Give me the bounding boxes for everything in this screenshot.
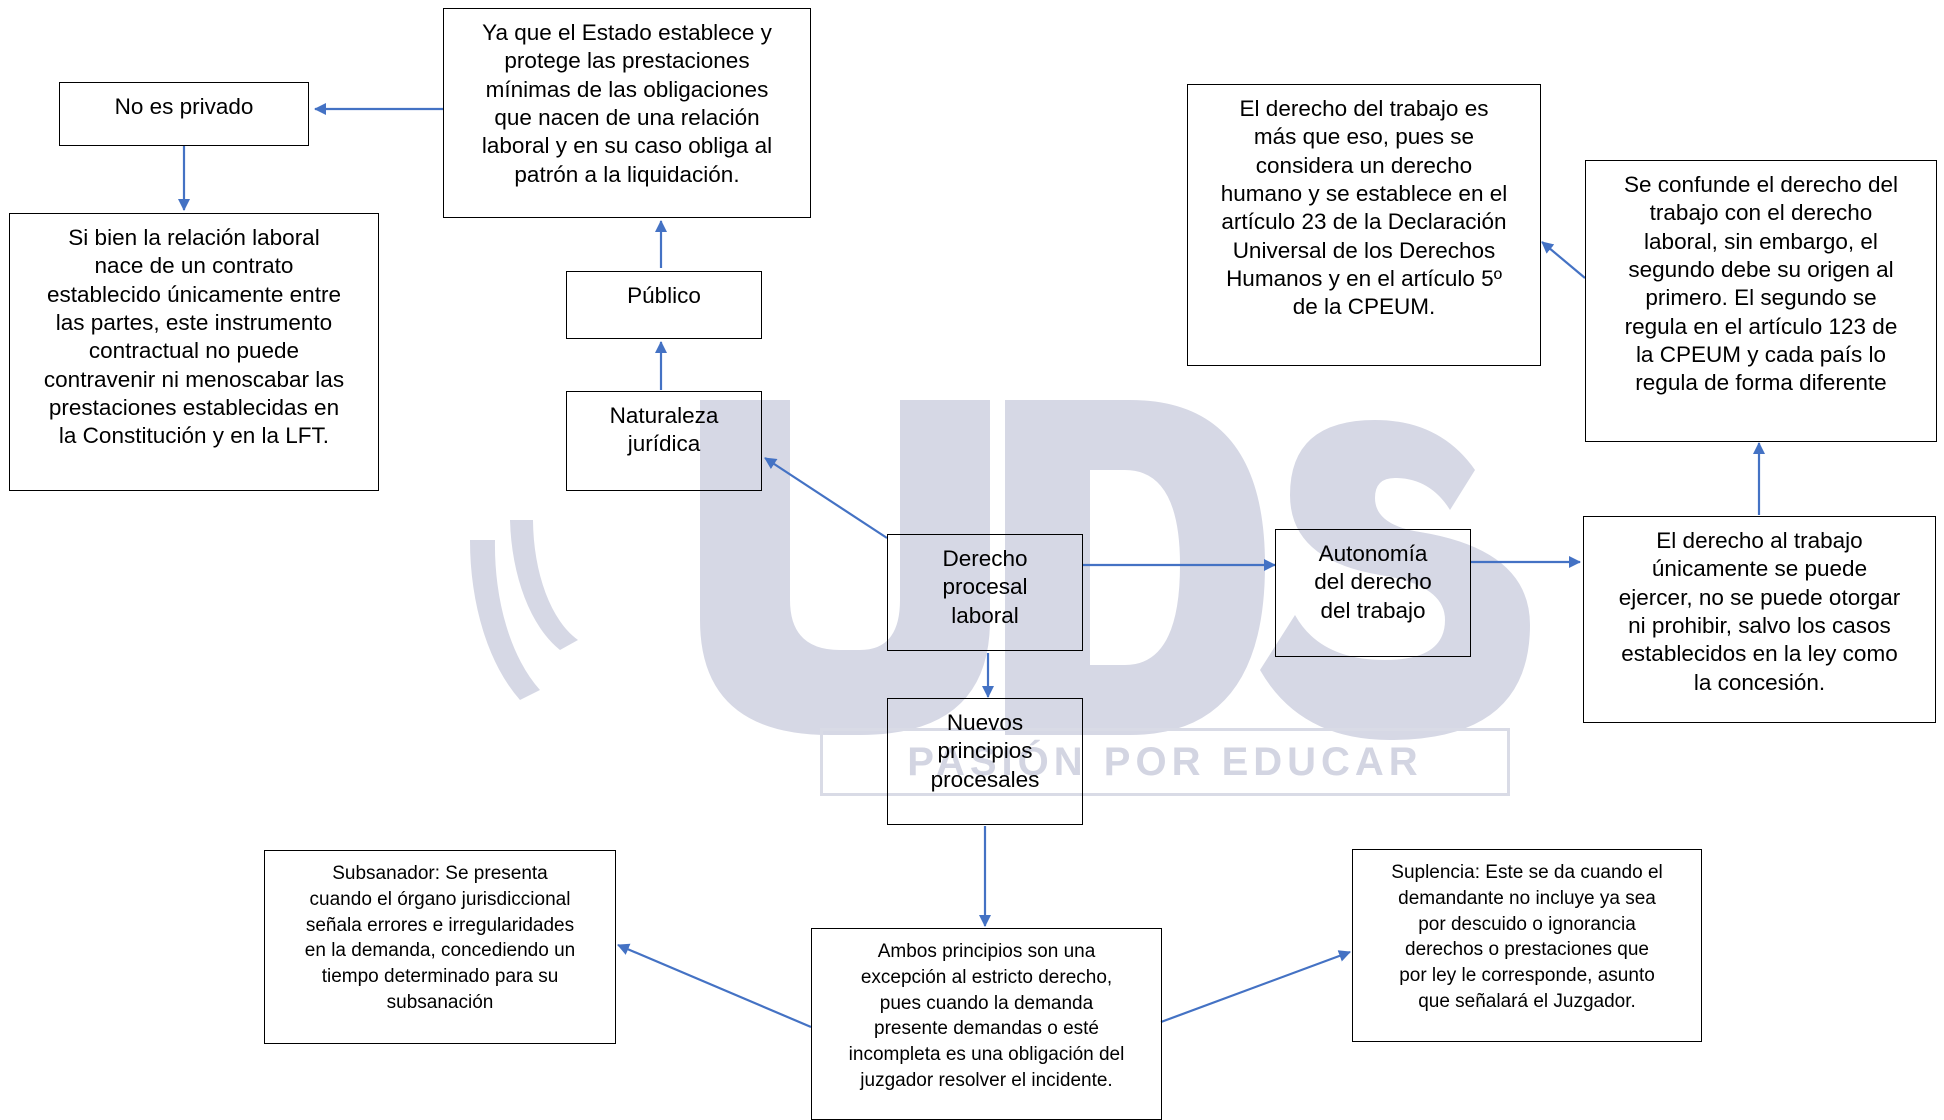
node-naturaleza-juridica: Naturaleza jurídica: [566, 391, 762, 491]
node-derecho-humano: El derecho del trabajo es más que eso, p…: [1187, 84, 1541, 366]
arrow-ambos-to-suplencia: [1160, 950, 1351, 1024]
arrow-procesal-to-naturaleza: [764, 457, 888, 539]
node-no-es-privado: No es privado: [59, 82, 309, 146]
node-autonomia-text: Autonomía del derecho del trabajo: [1314, 541, 1432, 623]
node-nuevos-principios-text: Nuevos principios procesales: [930, 710, 1040, 792]
node-derecho-humano-text: El derecho del trabajo es más que eso, p…: [1220, 96, 1508, 320]
node-ejercer-text: El derecho al trabajo únicamente se pued…: [1618, 528, 1901, 695]
node-relacion-laboral-text: Si bien la relación laboral nace de un c…: [43, 225, 345, 449]
node-estado-establece-text: Ya que el Estado establece y protege las…: [481, 20, 773, 187]
node-naturaleza-juridica-text: Naturaleza jurídica: [609, 403, 719, 457]
node-estado-establece: Ya que el Estado establece y protege las…: [443, 8, 811, 218]
watermark-tagline: PASIÓN POR EDUCAR: [820, 728, 1510, 796]
node-confunde: Se confunde el derecho del trabajo con e…: [1585, 160, 1937, 442]
node-ejercer: El derecho al trabajo únicamente se pued…: [1583, 516, 1936, 723]
node-publico-text: Público: [627, 283, 701, 308]
node-suplencia: Suplencia: Este se da cuando el demandan…: [1352, 849, 1702, 1042]
node-publico: Público: [566, 271, 762, 339]
node-no-es-privado-text: No es privado: [114, 94, 254, 119]
node-derecho-procesal-laboral-text: Derecho procesal laboral: [942, 546, 1028, 628]
node-suplencia-text: Suplencia: Este se da cuando el demandan…: [1391, 862, 1663, 1013]
node-ambos-principios: Ambos principios son una excepción al es…: [811, 928, 1162, 1120]
node-derecho-procesal-laboral: Derecho procesal laboral: [887, 534, 1083, 651]
node-subsanador: Subsanador: Se presenta cuando el órgano…: [264, 850, 616, 1044]
node-ambos-principios-text: Ambos principios son una excepción al es…: [848, 941, 1125, 1092]
arrow-ambos-to-subsanador: [617, 943, 812, 1029]
arrow-confunde-to-humano: [1541, 241, 1586, 279]
node-nuevos-principios: Nuevos principios procesales: [887, 698, 1083, 825]
node-subsanador-text: Subsanador: Se presenta cuando el órgano…: [304, 863, 576, 1014]
node-confunde-text: Se confunde el derecho del trabajo con e…: [1624, 172, 1898, 396]
node-autonomia: Autonomía del derecho del trabajo: [1275, 529, 1471, 657]
node-relacion-laboral: Si bien la relación laboral nace de un c…: [9, 213, 379, 491]
